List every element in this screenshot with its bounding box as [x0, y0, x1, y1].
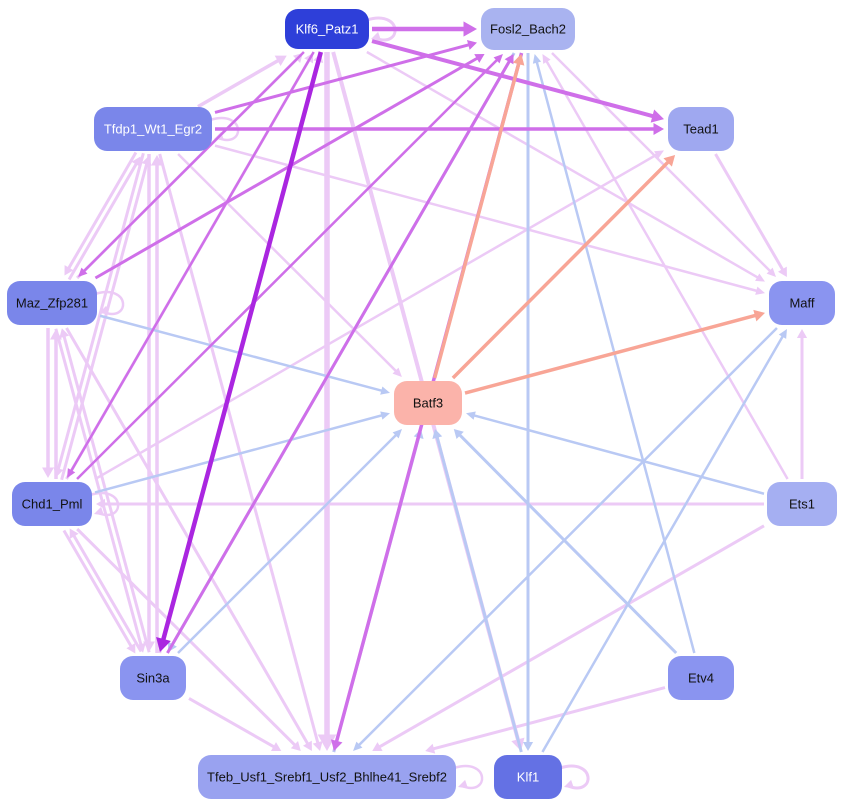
node-tead1[interactable]: Tead1: [668, 107, 734, 151]
edge-sin3a-to-chd1: [69, 528, 143, 653]
node-ets1[interactable]: Ets1: [767, 482, 837, 526]
edge-ets1-to-fosl2: [542, 54, 789, 480]
edge-fosl2-to-klf1: [522, 53, 534, 751]
node-tfeb[interactable]: Tfeb_Usf1_Srebf1_Usf2_Bhlhe41_Srebf2: [198, 755, 456, 799]
edge-klf6-to-chd1: [67, 51, 315, 478]
node-maff[interactable]: Maff: [769, 281, 835, 325]
node-chd1[interactable]: Chd1_Pml: [12, 482, 92, 526]
edge-sin3a-to-batf3: [177, 429, 402, 654]
edge-klf6-to-maz: [78, 51, 305, 277]
edge-maz-to-tfeb: [65, 327, 312, 751]
edge-batf3-to-tead1: [451, 155, 676, 380]
edge-ets1-to-tfeb: [372, 524, 765, 751]
node-klf6[interactable]: Klf6_Patz1: [285, 9, 369, 49]
self-loop-klf1: [558, 764, 590, 790]
edge-fosl2-to-maff: [551, 52, 776, 277]
node-etv4[interactable]: Etv4: [668, 656, 734, 700]
edge-chd1-to-fosl2: [76, 54, 503, 480]
edge-batf3-to-fosl2: [432, 54, 525, 379]
edge-klf6-to-tead1: [371, 39, 664, 123]
edge-klf1-to-batf3: [432, 429, 523, 753]
node-sin3a[interactable]: Sin3a: [120, 656, 186, 700]
edge-tfdp1-to-tead1: [215, 123, 664, 135]
edge-ets1-to-maff: [796, 329, 808, 479]
edge-tfdp1-to-maff: [214, 144, 765, 295]
edge-sin3a-to-tfeb: [188, 697, 282, 751]
edge-tfdp1-to-batf3: [177, 153, 402, 377]
edge-maz-to-chd1: [42, 328, 54, 478]
edge-ets1-to-chd1: [96, 498, 764, 510]
edge-etv4-to-tfeb: [425, 686, 666, 754]
edge-klf6-to-sin3a: [156, 51, 324, 652]
node-maz[interactable]: Maz_Zfp281: [7, 281, 97, 325]
node-fosl2[interactable]: Fosl2_Bach2: [481, 8, 575, 50]
edge-sin3a-to-fosl2: [166, 54, 514, 654]
edge-tfdp1-to-fosl2: [214, 39, 477, 114]
edge-chd1-to-tfeb: [76, 527, 301, 751]
edge-maz-to-fosl2: [94, 54, 485, 280]
self-loop-maz: [93, 290, 125, 316]
edge-tfdp1-to-tfeb: [158, 153, 323, 751]
edge-etv4-to-fosl2: [532, 54, 696, 654]
edge-tfdp1-to-klf6: [197, 55, 287, 109]
self-loop-chd1: [88, 491, 120, 517]
edge-etv4-to-batf3: [453, 429, 678, 655]
edge-chd1-to-batf3: [94, 411, 390, 494]
edge-klf6-to-maff: [366, 50, 765, 282]
edge-klf1-to-maff: [541, 329, 787, 753]
self-loop-tfeb: [452, 764, 484, 790]
node-batf3[interactable]: Batf3: [394, 381, 462, 425]
edge-sin3a-to-tfdp1: [151, 155, 163, 653]
edge-maz-to-tfdp1: [67, 156, 141, 281]
edge-tead1-to-maff: [714, 153, 787, 277]
node-tfdp1[interactable]: Tfdp1_Wt1_Egr2: [94, 107, 212, 151]
edge-klf6-to-fosl2: [372, 21, 477, 37]
node-klf1[interactable]: Klf1: [494, 755, 562, 799]
edge-chd1-to-tead1: [94, 150, 664, 481]
edge-tfdp1-to-maz: [64, 151, 138, 276]
edge-maff-to-tfeb: [353, 327, 778, 751]
edge-ets1-to-batf3: [466, 411, 765, 495]
edge-chd1-to-sin3a: [62, 529, 136, 654]
edge-batf3-to-maff: [464, 309, 765, 395]
edge-klf6-to-tfeb: [317, 52, 337, 751]
